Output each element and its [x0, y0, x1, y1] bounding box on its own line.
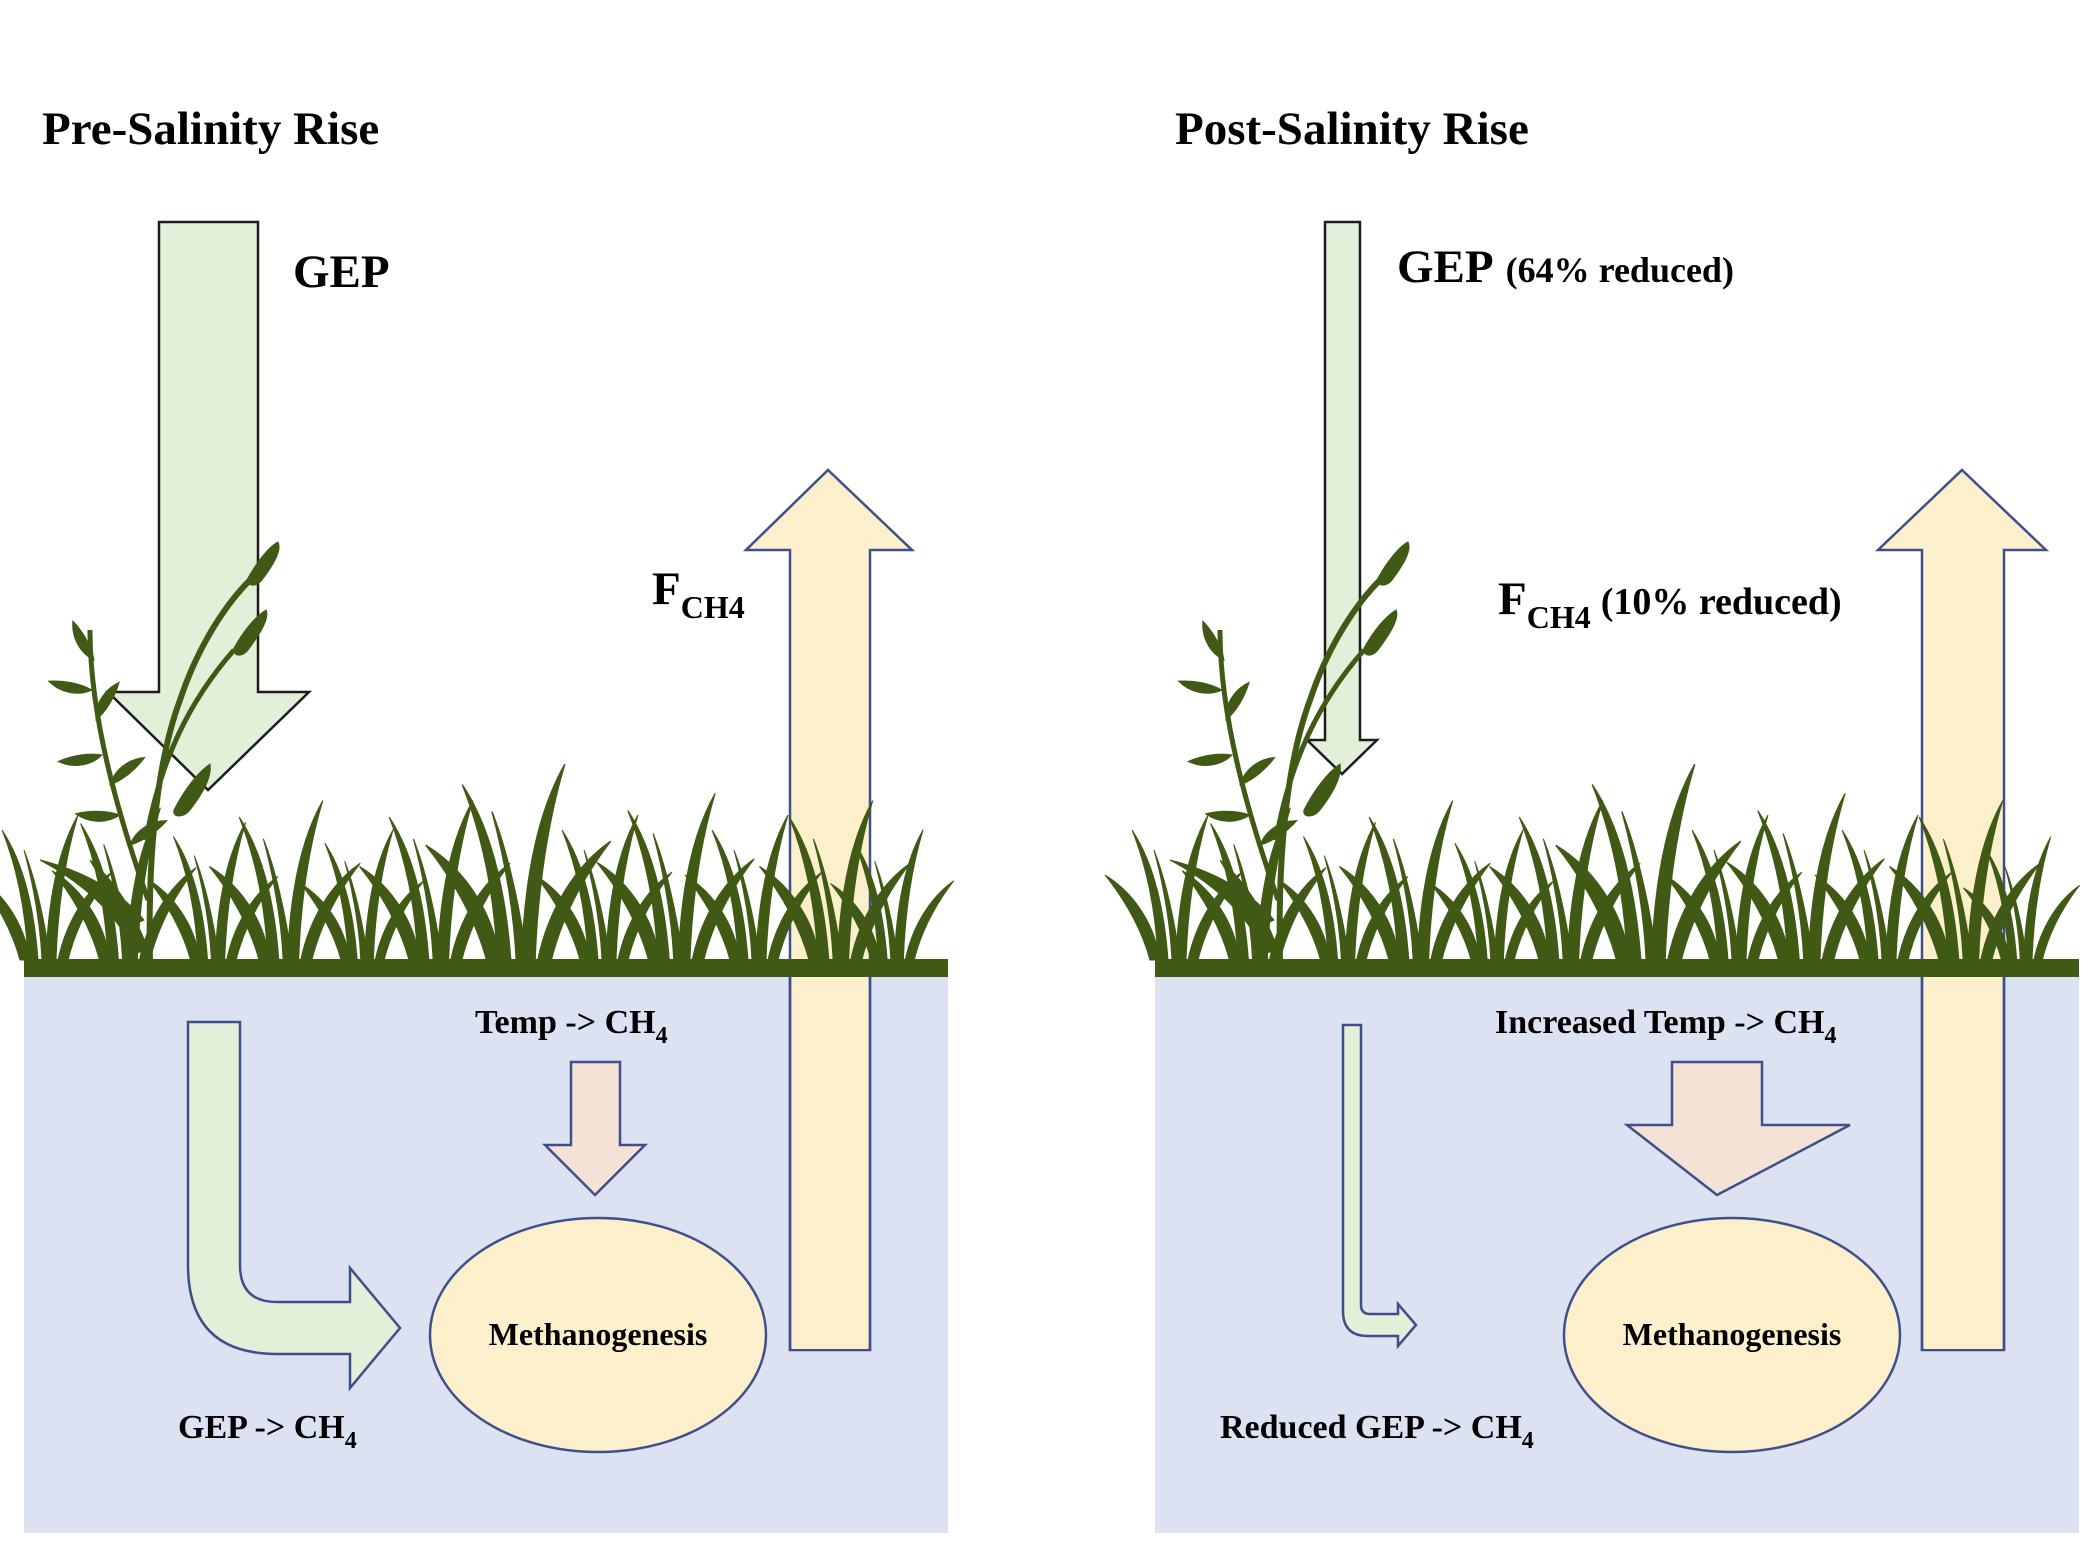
pre-fch4-sub: CH4: [681, 589, 745, 625]
pre-fch4-main: F: [652, 563, 681, 615]
post-fch4-label: FCH4 (10% reduced): [1498, 573, 1842, 635]
pre-ellipse-label: Methanogenesis: [489, 1316, 708, 1352]
pre-temp-sub: 4: [656, 1023, 668, 1049]
methanogenesis-ellipse: [428, 1216, 768, 1454]
post-gep-ch4-label: Reduced GEP -> CH4: [1220, 1409, 1534, 1454]
pre-gep-ch4-sub: 4: [345, 1428, 357, 1454]
post-gep-ch4-main: Reduced GEP -> CH: [1220, 1409, 1522, 1446]
temp-arrow: [541, 1060, 649, 1197]
gep-to-methane-arrow: [1341, 1023, 1418, 1350]
pre-gep-ch4-label: GEP -> CH4: [178, 1409, 357, 1454]
post-ellipse-label: Methanogenesis: [1623, 1316, 1842, 1352]
pre-temp-label: Temp -> CH4: [475, 1004, 668, 1049]
post-fch4-main: F: [1498, 573, 1527, 625]
post-gep-label: GEP (64% reduced): [1397, 241, 1734, 293]
pre-gep-ch4-main: GEP -> CH: [178, 1409, 345, 1446]
post-fch4-sub: CH4: [1527, 599, 1591, 635]
post-gep-note: (64% reduced): [1506, 250, 1734, 290]
gep-down-arrow: [104, 220, 313, 792]
gep-down-arrow: [1303, 220, 1381, 776]
post-salinity-panel: Post-Salinity Rise GEP (64% reduced) FCH4…: [1104, 103, 2081, 1533]
post-gep-main: GEP: [1397, 241, 1494, 293]
pre-salinity-panel: Pre-Salinity Rise GEP FCH4 Temp -> CH4 M…: [0, 103, 955, 1533]
post-temp-sub: 4: [1825, 1023, 1837, 1049]
methanogenesis-ellipse: [1562, 1216, 1902, 1454]
post-fch4-note: (10% reduced): [1601, 581, 1842, 623]
pre-fch4-label: FCH4: [652, 563, 745, 625]
temp-arrow: [1623, 1060, 1851, 1197]
post-temp-main: Increased Temp -> CH: [1495, 1004, 1825, 1041]
pre-temp-main: Temp -> CH: [475, 1004, 656, 1041]
post-title: Post-Salinity Rise: [1175, 103, 1529, 155]
pre-gep-label: GEP: [293, 246, 390, 298]
pre-title: Pre-Salinity Rise: [42, 103, 379, 155]
ground-line: [1155, 959, 2079, 977]
gep-to-methane-arrow: [186, 1020, 402, 1392]
post-temp-label: Increased Temp -> CH4: [1495, 1004, 1837, 1049]
post-gep-ch4-sub: 4: [1522, 1428, 1534, 1454]
ground-line: [24, 959, 948, 977]
